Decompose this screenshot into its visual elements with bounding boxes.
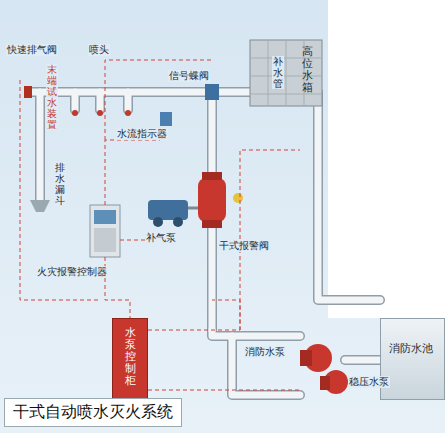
air-compressor: [148, 200, 198, 227]
part-label: 快速排气阀: [6, 44, 58, 56]
part-label: 末端试水装置: [46, 64, 58, 130]
part-label: 信号蝶阀: [168, 70, 210, 82]
signal-wires: [20, 60, 300, 390]
part-label: 排水漏斗: [54, 162, 66, 206]
signal-valve: [205, 84, 219, 100]
pipes: [30, 92, 380, 395]
part-label: 消防水泵: [244, 346, 286, 358]
caption: 干式自动喷水灭火系统: [13, 402, 173, 423]
sprinkler-heads: [24, 86, 131, 116]
part-label: 水流指示器: [116, 128, 168, 140]
part-label: 火灾报警控制器: [36, 266, 108, 278]
tank-body: [250, 40, 322, 106]
water-pool: 消防水池: [380, 318, 445, 400]
alarm-valve: [198, 172, 243, 228]
part-label: 喷头: [88, 44, 110, 56]
flow-indicator: [160, 112, 172, 126]
node-label: 水泵控制柜: [125, 327, 136, 387]
drain-funnel: [30, 200, 50, 212]
node-label: 消防水池: [389, 341, 444, 356]
white-panel: [328, 0, 445, 318]
caption-box: 干式自动喷水灭火系统: [4, 398, 182, 427]
control-cabinet: 水泵控制柜: [112, 318, 148, 408]
part-label: 稳压水泵: [348, 376, 390, 388]
part-label: 补气泵: [145, 232, 177, 244]
water-tank: 高位水箱: [250, 40, 322, 106]
alarm-controller: [90, 205, 120, 257]
part-label: 干式报警阀: [218, 240, 270, 252]
part-label: 补水管: [272, 56, 284, 89]
pumps: [300, 344, 348, 394]
node-label: 高位水箱: [302, 46, 313, 94]
